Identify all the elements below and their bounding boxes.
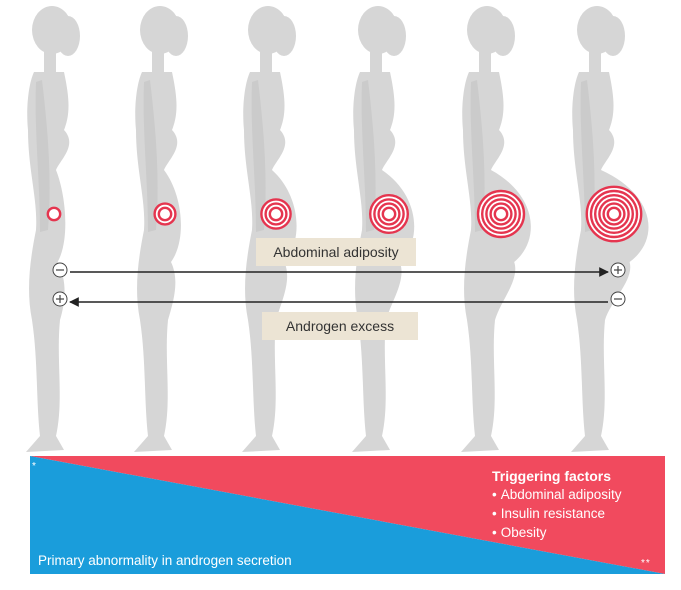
double-asterisk-mark: ** xyxy=(641,558,651,569)
silhouette-figure xyxy=(461,6,531,452)
targets-group xyxy=(46,185,643,243)
primary-abnormality-label: Primary abnormality in androgen secretio… xyxy=(38,553,292,568)
abdominal-target-icon xyxy=(260,198,292,230)
silhouettes-group xyxy=(26,6,649,452)
plus-circle-icon xyxy=(52,291,68,307)
abdominal-adiposity-label-bg xyxy=(256,238,416,266)
triggering-factor-item: Obesity xyxy=(492,523,672,542)
triggering-factor-item: Insulin resistance xyxy=(492,504,672,523)
silhouette-figure xyxy=(571,6,649,452)
minus-circle-icon xyxy=(52,262,68,278)
abdominal-target-icon xyxy=(476,189,526,239)
plus-circle-icon xyxy=(610,262,626,278)
androgen-excess-label-bg xyxy=(262,312,418,340)
abdominal-target-icon xyxy=(153,202,177,226)
abdominal-target-icon xyxy=(585,185,643,243)
single-asterisk-mark: * xyxy=(32,461,36,472)
abdominal-target-icon xyxy=(369,193,410,234)
primary-abnormality-triangle xyxy=(30,456,665,574)
triggering-factors-box: Triggering factors Abdominal adiposity I… xyxy=(492,467,672,542)
silhouette-figure xyxy=(134,6,188,452)
minus-circle-icon xyxy=(610,291,626,307)
abdominal-target-icon xyxy=(46,206,62,222)
silhouette-figure xyxy=(26,6,80,452)
triggering-factor-item: Abdominal adiposity xyxy=(492,485,672,504)
silhouette-figure xyxy=(242,6,297,452)
androgen-excess-label: Androgen excess xyxy=(285,318,395,334)
abdominal-adiposity-label: Abdominal adiposity xyxy=(273,244,399,260)
triggering-factors-title: Triggering factors xyxy=(492,468,612,484)
